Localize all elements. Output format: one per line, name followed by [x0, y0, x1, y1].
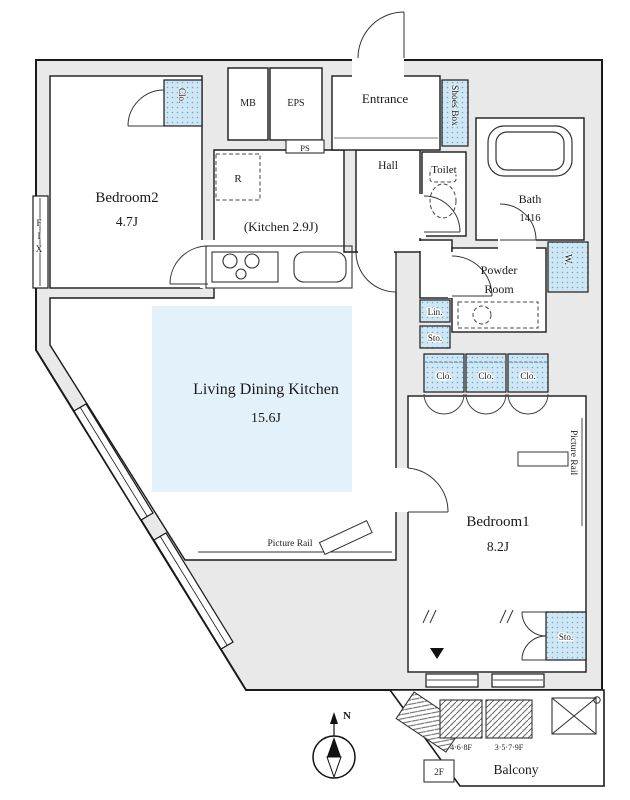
mb-label: MB: [240, 98, 256, 109]
storage-boxes: [163, 79, 589, 661]
fix-window: [32, 195, 49, 289]
compass-north-label: N: [343, 710, 351, 722]
passage: [419, 239, 453, 299]
bedroom1-size: 8.2J: [487, 539, 509, 554]
washer-box: [547, 241, 589, 293]
balcony-label: Balcony: [494, 762, 539, 777]
closet-scallops: [423, 393, 549, 415]
entrance-door-arc: [357, 11, 405, 59]
storage-hall-label: Sto.: [428, 333, 442, 343]
sink-icon: [293, 251, 347, 283]
closet1-box: [423, 353, 465, 393]
hall-room: [355, 149, 421, 253]
kitchen-counter: [205, 245, 353, 289]
toilet-label: Toilet: [431, 164, 457, 176]
ldk-counter-furniture: [318, 520, 373, 556]
powder-door-arc: [451, 255, 493, 297]
bedroom2-size: 4.7J: [116, 214, 138, 229]
storage-bedroom1-box: [545, 611, 587, 661]
stove-icon: [211, 251, 279, 283]
entrance-room: [331, 75, 441, 151]
hall-ldk-door-arc: [355, 251, 397, 293]
storage-hall-box: [419, 325, 451, 349]
fix-window-label: FIX: [34, 218, 44, 257]
bedroom1-window-b: [491, 673, 545, 688]
bedroom1-door-arc: [407, 467, 449, 513]
bedroom2-label: Bedroom2: [95, 190, 158, 206]
powder-room: [451, 247, 547, 333]
ps-label: PS: [300, 143, 310, 153]
ac-box-a: [439, 699, 483, 739]
toilet-icon: [429, 167, 457, 219]
counter: [205, 245, 353, 289]
closet-bedroom2-box: [163, 79, 203, 127]
closet2-box: [465, 353, 507, 393]
storage-bedroom1-door-arcs: [521, 611, 547, 661]
bedroom2-closet-door-arc: [127, 89, 165, 127]
ldk-floor-highlight: [152, 306, 352, 492]
picture-rail-ldk-label: Picture Rail: [267, 539, 312, 549]
compass-icon: [312, 712, 356, 779]
bedroom1-window-a: [425, 673, 479, 688]
balcony-2f-box: [423, 759, 455, 783]
floors-b-label: 3·5·7·9F: [495, 743, 524, 752]
closet-bedroom2-label: Clo.: [177, 88, 187, 104]
hall-label: Hall: [378, 160, 398, 172]
mb-shaft: [227, 67, 269, 141]
vanity-icon: [457, 301, 539, 329]
closet3-label: Clo.: [520, 371, 535, 381]
linen-box: [419, 299, 451, 323]
kitchen-label: (Kitchen 2.9J): [244, 219, 318, 234]
bath-door-arc: [499, 203, 537, 241]
washer-label: W.: [562, 254, 573, 266]
floors-a-label: 4·6·8F: [450, 743, 472, 752]
bedroom2-door-arc: [169, 245, 209, 285]
linen-label: Lin.: [428, 307, 443, 317]
bathtub-icon: [487, 125, 573, 177]
closet1-label: Clo.: [436, 371, 451, 381]
shutter-tick-marks: [422, 609, 514, 624]
powder-label-1: Powder: [481, 263, 518, 277]
shoes-box-label: Shoes Box: [449, 85, 459, 126]
orientation-triangle: [430, 648, 444, 659]
eps-label: EPS: [287, 98, 304, 109]
bedroom1-label: Bedroom1: [466, 514, 529, 530]
closet2-label: Clo.: [478, 371, 493, 381]
storage-bedroom1-label: Sto.: [559, 632, 573, 642]
powder-label-2: Room: [484, 282, 514, 296]
ps-shaft: [285, 139, 325, 154]
fridge-label: R: [234, 173, 242, 185]
toilet-door-arc: [423, 195, 461, 233]
closet3-box: [507, 353, 549, 393]
x-box: [551, 697, 597, 735]
ldk-size: 15.6J: [251, 411, 282, 426]
entrance-label: Entrance: [362, 91, 408, 106]
picture-rail-bedroom1-label: Picture Rail: [568, 430, 578, 476]
balcony-2f-label: 2F: [434, 767, 444, 777]
bath-size: 1416: [520, 213, 541, 224]
refrigerator-box: [215, 153, 261, 201]
bath-label: Bath: [519, 192, 542, 206]
ldk-label: Living Dining Kitchen: [193, 381, 339, 398]
drain-circle: [593, 696, 601, 704]
shoes-box: [441, 79, 469, 147]
ac-box-b: [485, 699, 533, 739]
bedroom1-furniture: [517, 451, 569, 467]
windows: [32, 195, 545, 688]
